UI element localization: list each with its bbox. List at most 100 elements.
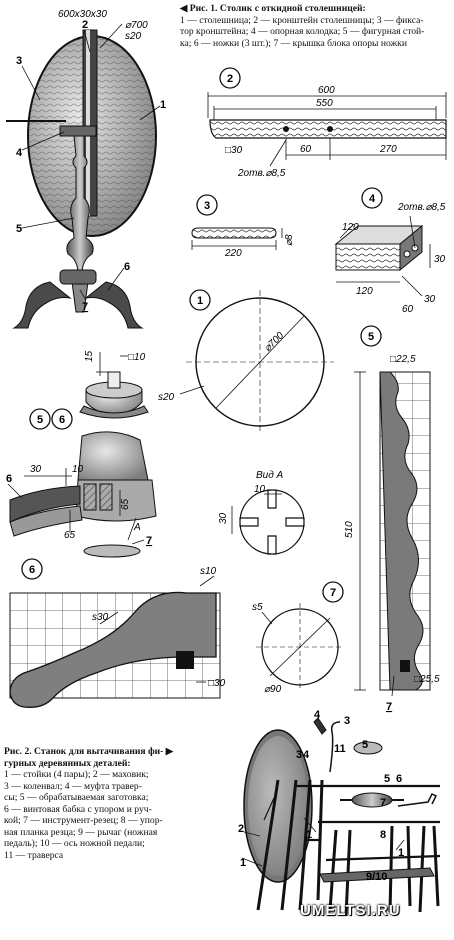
lathe-callout-3-left: 3 — [296, 749, 302, 761]
view-a-title: Вид А — [256, 470, 284, 481]
lathe-callout-6: 6 — [396, 773, 402, 785]
view-a-dim-30: 30 — [218, 512, 229, 524]
lathe-callout-5-top: 5 — [362, 739, 368, 751]
part-7-cap: 7 s5 ⌀90 — [252, 581, 344, 695]
fig2-legend-line: ная планка резца; 9 — рычаг (ножная — [4, 826, 158, 838]
section-callout-7: 7 — [146, 535, 152, 547]
workpiece — [351, 792, 393, 808]
fig1-legend-line: тор кронштейна; 4 — опорная колодка; 5 —… — [180, 26, 425, 37]
part-2-dim-270: 270 — [379, 144, 397, 155]
section-dim-65-side: 65 — [120, 498, 131, 510]
part-4-holes: 2отв.⌀8,5 — [397, 202, 446, 213]
part-5-column: 5 □22,5 510 □25,5 7 — [344, 325, 440, 713]
part-6-section-30: □30 — [208, 678, 226, 689]
section-6-number: 6 — [59, 414, 65, 426]
part-2-dim-550: 550 — [316, 98, 333, 109]
fig2-legend-line: 6 — винтовая бабка с упором и руч- — [4, 803, 152, 815]
part-4-dim-60: 60 — [402, 304, 414, 315]
leg-right — [84, 281, 144, 329]
fig1-caption: ◀ Рис. 1. Столик с откидной столешницей:… — [180, 3, 452, 49]
tabletop-thickness-label: s20 — [125, 31, 142, 42]
part-6-number: 6 — [29, 564, 35, 576]
leg-mount-section: 5 6 30 10 6 65 65 A 7 — [6, 408, 157, 558]
part-1-number: 1 — [197, 295, 203, 307]
site-watermark: UMELTSI.RU — [300, 902, 401, 919]
joint-section-10: □10 — [128, 352, 146, 363]
section-5-number: 5 — [37, 414, 43, 426]
fig2-legend-line: кой; 7 — инструмент-резец; 8 — упор- — [4, 815, 163, 826]
traverse-coupling — [313, 717, 327, 735]
part-2-dim-60: 60 — [300, 144, 312, 155]
fig2-legend-line: 3 — коленвал; 4 — муфта травер- — [4, 780, 142, 792]
part-6-s30: s30 — [92, 612, 109, 623]
fig1-title: ◀ Рис. 1. Столик с откидной столешницей: — [180, 3, 366, 14]
lathe-callout-9-10: 9/10 — [366, 871, 387, 883]
part-5-callout-7: 7 — [386, 701, 392, 713]
lathe-callout-4-left: 4 — [303, 749, 310, 761]
lathe-callout-1-right: 1 — [398, 847, 404, 859]
crossbars — [296, 784, 441, 862]
table-assembly: 600x30x30 ⌀700 s20 2 3 1 4 5 6 7 — [6, 9, 166, 329]
lathe-callout-2: 2 — [238, 823, 244, 835]
fig2-legend-line: педаль); 10 — ось ножной педали; — [4, 838, 145, 849]
lathe-machine: 2 1 1 1 3 4 4 3 11 5 5 6 7 8 9/10 — [238, 709, 441, 917]
lathe-callout-8: 8 — [380, 829, 386, 841]
part-4-dim-30-height: 30 — [434, 254, 446, 265]
callout-5: 5 — [16, 223, 22, 235]
stands — [256, 779, 440, 917]
lathe-callout-7: 7 — [380, 797, 386, 809]
part-2-section-30: □30 — [225, 145, 243, 156]
lathe-callout-3-top: 3 — [344, 715, 350, 727]
fig2-legend-line: сы; 5 — обрабатываемая заготовка; — [4, 792, 149, 803]
support-block — [59, 125, 97, 137]
leg-block-cap — [59, 269, 97, 285]
part-2-dim-600: 600 — [318, 85, 335, 96]
callout-1: 1 — [160, 99, 166, 111]
view-a-dim-10: 10 — [254, 484, 266, 495]
lathe-callout-1-mid: 1 — [306, 829, 312, 841]
part-5-section-top: □22,5 — [390, 354, 416, 365]
part-1-tabletop: 1 ⌀700 s20 — [158, 289, 334, 434]
part-6-leg: 6 s10 s30 □30 — [9, 558, 226, 708]
callout-6: 6 — [124, 261, 130, 273]
column-joint-detail: 15 □10 — [79, 350, 149, 419]
tabletop-size-label: 600x30x30 — [58, 9, 107, 20]
tabletop-diameter-label: ⌀700 — [125, 20, 148, 31]
part-7-diameter: ⌀90 — [264, 684, 282, 695]
part-5-height: 510 — [344, 521, 355, 538]
part-3-number: 3 — [204, 200, 210, 212]
section-callout-6: 6 — [6, 473, 12, 485]
part-4-dim-120-length: 120 — [356, 286, 373, 297]
section-dim-10: 10 — [72, 464, 84, 475]
part-2-holes: 2отв.⌀8,5 — [237, 168, 286, 179]
callout-2: 2 — [82, 19, 88, 31]
part-3-dim-220: 220 — [224, 248, 242, 259]
part-3-diameter: ⌀8 — [284, 234, 295, 246]
fig2-caption: Рис. 2. Станок для вытачивания фи- ▶ гур… — [4, 746, 194, 861]
lathe-callout-11: 11 — [334, 743, 346, 755]
section-dim-65-bottom: 65 — [64, 530, 76, 541]
part-3-fixer: 3 220 ⌀8 — [191, 194, 295, 259]
part-6-s10: s10 — [200, 566, 217, 577]
fig2-legend-line: 11 — траверса — [4, 849, 64, 861]
part-4-block: 4 2отв.⌀8,5 120 120 30 30 60 — [334, 187, 446, 315]
view-a: Вид А 10 30 — [218, 470, 305, 555]
fig1-legend-line: 1 — столешница; 2 — кронштейн столешницы… — [180, 14, 424, 26]
lathe-callout-1-left: 1 — [240, 857, 246, 869]
crankshaft — [329, 721, 341, 773]
callout-4: 4 — [16, 147, 23, 159]
part-2-bracket: 2 600 550 □30 60 270 2отв.⌀8,5 — [207, 67, 447, 179]
lathe-callout-4-top: 4 — [314, 709, 321, 721]
fig2-title: Рис. 2. Станок для вытачивания фи- ▶ — [4, 746, 174, 757]
workpiece-detail — [353, 741, 383, 755]
joint-dim-15: 15 — [84, 350, 95, 362]
fig2-legend-line: 1 — стойки (4 пары); 2 — маховик; — [4, 769, 149, 780]
callout-7: 7 — [82, 301, 88, 313]
part-7-number: 7 — [330, 587, 336, 599]
part-7-thickness: s5 — [252, 602, 263, 613]
part-1-thickness: s20 — [158, 392, 175, 403]
foot-pedal — [319, 867, 435, 883]
fig1-legend-line: ка; 6 — ножки (3 шт.); 7 — крышка блока … — [180, 37, 407, 49]
